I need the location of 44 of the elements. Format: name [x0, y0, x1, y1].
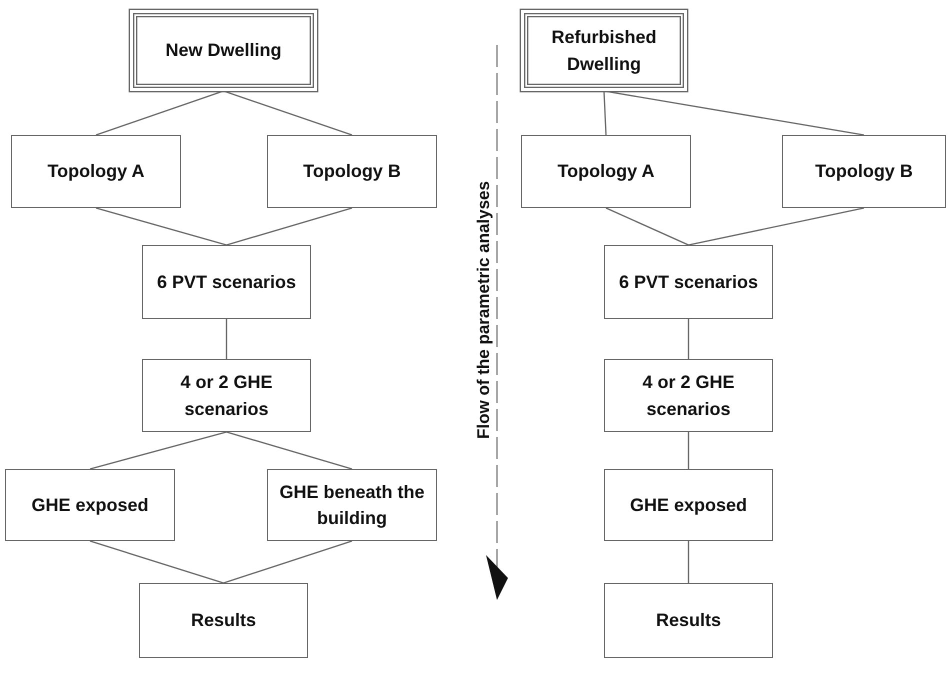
connector-line — [226, 207, 352, 246]
node-text: 6 PVT scenarios — [156, 270, 296, 294]
connector-line — [90, 540, 224, 584]
node-text: Results — [190, 609, 256, 632]
connector-line — [90, 431, 227, 470]
process-box — [142, 245, 311, 319]
connector-line — [606, 207, 689, 246]
node-text: 4 or 2 GHE scenarios — [641, 371, 736, 420]
process-box — [11, 135, 181, 208]
process-box — [139, 583, 308, 658]
process-box — [604, 469, 773, 541]
node-text: Topology A — [48, 160, 144, 184]
start-box — [521, 10, 687, 91]
node-text: GHE exposed — [630, 494, 748, 517]
connector-line — [226, 319, 228, 359]
node-text: 6 PVT scenarios — [618, 270, 758, 294]
node-text: 4 or 2 GHE scenarios — [179, 371, 274, 420]
process-box — [267, 469, 437, 541]
connector-line — [688, 207, 864, 246]
connector-line — [223, 540, 352, 584]
node-text: New Dwelling — [165, 39, 282, 62]
process-box — [604, 245, 773, 319]
node-text: Topology B — [815, 160, 913, 184]
connector-line — [688, 319, 690, 359]
connector-line — [226, 431, 352, 470]
node-text: GHE beneath the building — [278, 480, 426, 530]
connector-line — [603, 90, 607, 136]
process-box — [267, 135, 437, 208]
process-box — [604, 359, 773, 432]
connector-line — [688, 432, 690, 469]
node-text: GHE exposed — [31, 494, 149, 517]
start-box — [130, 10, 317, 91]
connector-line — [96, 207, 227, 246]
process-box — [521, 135, 691, 208]
process-box — [782, 135, 946, 208]
node-text: Topology A — [558, 160, 654, 184]
process-box — [604, 583, 773, 658]
connector-line — [688, 541, 690, 583]
node-text: Results — [656, 609, 722, 632]
node-text: Topology B — [303, 160, 401, 184]
process-box — [5, 469, 175, 541]
node-text: Refurbished Dwelling — [550, 26, 658, 76]
process-box — [142, 359, 311, 432]
flow-label: Flow of the parametric analyses — [474, 181, 494, 439]
